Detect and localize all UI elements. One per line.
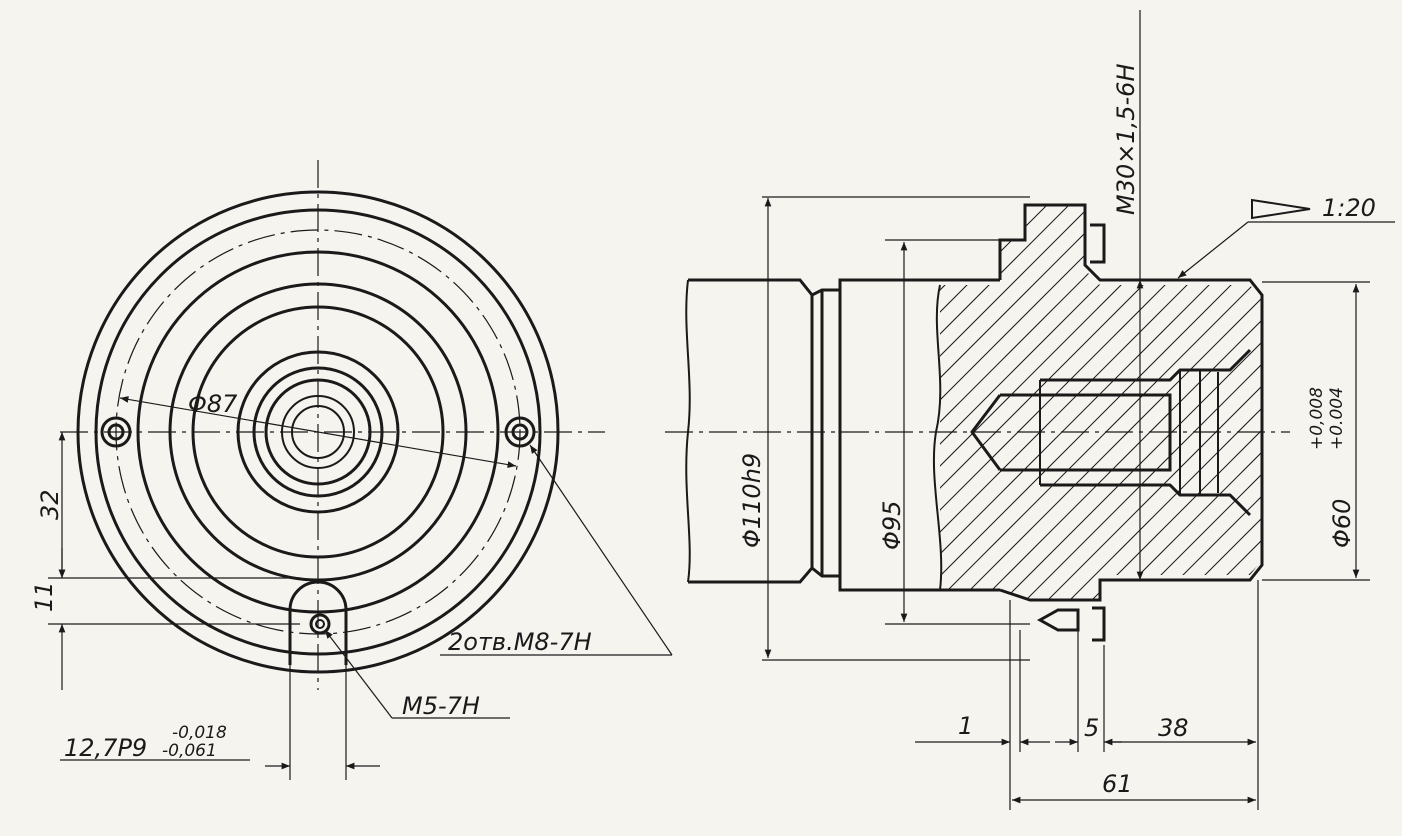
- slot-tol-lower: -0,061: [162, 741, 217, 761]
- hatch-line: [940, 205, 1262, 600]
- hatch-line: [961, 205, 1262, 600]
- drill-point: [970, 394, 1002, 471]
- hatch-line: [940, 205, 1262, 600]
- m8-label: 2отв.М8-7Н: [448, 628, 592, 656]
- hatch-line: [940, 205, 1262, 600]
- hatch-line: [983, 205, 1262, 600]
- end-view: Φ87 32 11 12,7P9 -0,018 -0,061 М5-7Н 2от…: [30, 160, 673, 780]
- hatch-line: [940, 205, 1207, 600]
- taper-symbol: [1251, 198, 1311, 220]
- hatch-line: [1049, 205, 1262, 600]
- hatch-line: [940, 205, 1229, 600]
- hatch-line: [1005, 205, 1262, 600]
- hatch-line: [1181, 205, 1262, 600]
- hatch-line: [500, 200, 920, 620]
- hatch-line: [1137, 205, 1262, 600]
- hatch-line: [1358, 200, 1402, 620]
- hatch-line: [1093, 205, 1262, 600]
- dia-87-label: Φ87: [188, 390, 238, 418]
- hatch-line: [940, 205, 1009, 600]
- dim-5-label: 5: [1084, 714, 1099, 742]
- dim-1-label: 1: [958, 712, 973, 740]
- hatch-line: [940, 205, 987, 600]
- hatch-line: [1115, 205, 1262, 600]
- dia-95-label: Φ95: [878, 501, 906, 550]
- dim-38-label: 38: [1158, 714, 1189, 742]
- dim-32-label: 32: [36, 489, 64, 520]
- hatch-line: [1159, 205, 1262, 600]
- hatch-line: [940, 205, 1119, 600]
- hatch-line: [1027, 205, 1262, 600]
- hatch-line: [1203, 205, 1262, 600]
- hatch-line: [940, 205, 965, 600]
- m5-hole: [309, 613, 331, 635]
- hatch-line: [1071, 205, 1262, 600]
- hatch-line: [940, 205, 1262, 600]
- hatch-line: [1380, 200, 1402, 620]
- dim-61-label: 61: [1102, 770, 1133, 798]
- hatch-line: [940, 205, 1141, 600]
- m5-label: М5-7Н: [402, 692, 480, 720]
- dia-60-tol-upper: +0,008: [1307, 387, 1327, 450]
- set-screw: [1036, 608, 1080, 632]
- hatch-line: [940, 205, 1075, 600]
- flange-circle: [94, 208, 542, 656]
- outer-circle: [76, 190, 560, 674]
- section-view: Φ110h9 Φ95 M30×1,5-6H 1:20 Φ60 +0,008 +0…: [500, 10, 1402, 810]
- keyway-slot: [288, 580, 348, 665]
- dim-11-label: 11: [30, 581, 58, 612]
- hatch-line: [940, 205, 1185, 600]
- slot-tol-upper: -0,018: [172, 723, 227, 743]
- dia-60-label: Φ60: [1328, 499, 1356, 548]
- slot-width-label: 12,7P9: [64, 734, 147, 762]
- dia-87-line: [119, 396, 517, 468]
- hatch-line: [940, 205, 1031, 600]
- thread-label: M30×1,5-6H: [1112, 64, 1140, 216]
- dia-110-label: Φ110h9: [738, 453, 766, 548]
- dia-60-tol-lower: +0.004: [1327, 387, 1347, 450]
- hatch-line: [940, 205, 1097, 600]
- taper-label: 1:20: [1322, 194, 1376, 222]
- hatch-line: [940, 205, 943, 600]
- body-outline: [998, 203, 1264, 602]
